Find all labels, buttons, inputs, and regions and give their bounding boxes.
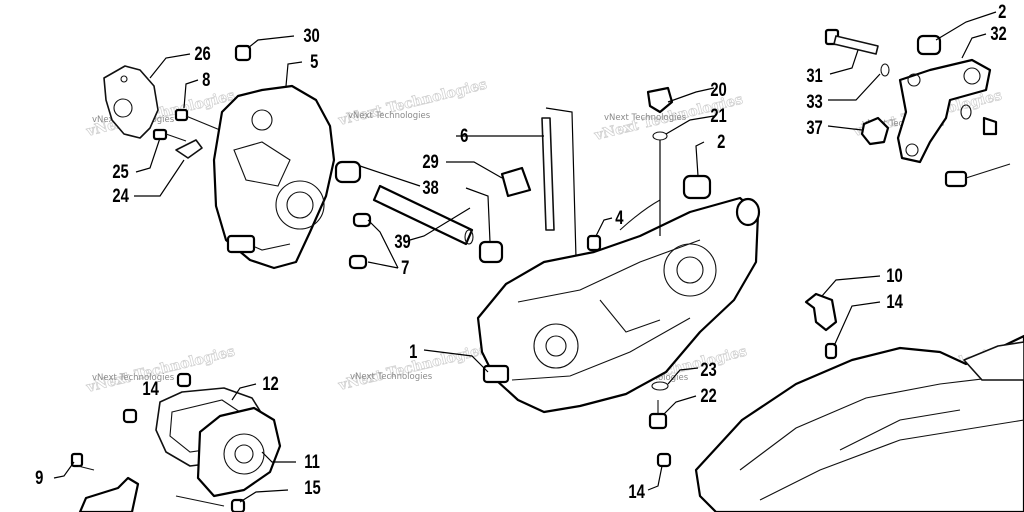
nut-37 xyxy=(860,116,890,146)
dowel-38 xyxy=(334,160,362,184)
callout-14-right: 14 xyxy=(886,291,903,312)
drain-bolt-22 xyxy=(648,400,668,430)
callout-22: 22 xyxy=(700,385,716,406)
link-32 xyxy=(896,58,992,164)
watermark-text: vNext Technologies xyxy=(348,111,431,121)
bracket-29 xyxy=(500,166,532,198)
callout-11: 11 xyxy=(304,451,320,472)
callout-31: 31 xyxy=(806,65,822,86)
callout-8: 8 xyxy=(202,69,210,90)
callout-21: 21 xyxy=(710,105,726,126)
callout-33: 33 xyxy=(806,91,822,112)
callout-7: 7 xyxy=(401,257,409,278)
hose-6 xyxy=(541,117,555,231)
callout-15: 15 xyxy=(304,477,320,498)
callout-37: 37 xyxy=(806,117,822,138)
dowel-14-right xyxy=(824,342,838,360)
clutch-cover xyxy=(694,334,1024,512)
callout-5: 5 xyxy=(310,51,318,72)
callout-38: 38 xyxy=(422,177,438,198)
watermark-text: vNext Technologies xyxy=(604,113,687,123)
washer-21 xyxy=(652,131,668,141)
callout-14-bottom: 14 xyxy=(628,481,645,502)
cover-5 xyxy=(212,84,336,270)
dowel-7-upper xyxy=(352,212,372,228)
watermark-text: vNext Technologies xyxy=(350,372,433,382)
callout-2-right: 2 xyxy=(998,1,1006,22)
callout-10: 10 xyxy=(886,265,902,286)
plug-30 xyxy=(234,44,252,62)
callout-39: 39 xyxy=(394,231,410,252)
dowel-7-lower xyxy=(348,254,368,270)
callout-26: 26 xyxy=(194,43,210,64)
callout-23: 23 xyxy=(700,359,716,380)
callout-6: 6 xyxy=(460,125,468,146)
bolt-8 xyxy=(174,108,221,131)
callout-30: 30 xyxy=(303,25,319,46)
dowel-38-lower xyxy=(478,240,504,264)
bolt-25 xyxy=(152,128,187,142)
bracket-lower-left xyxy=(78,476,140,512)
watermark-text: vNext Technologies xyxy=(92,373,175,383)
washer-33 xyxy=(880,63,890,77)
callout-32: 32 xyxy=(990,23,1006,44)
dowel-14-left-a xyxy=(176,372,192,388)
callout-20: 20 xyxy=(710,79,726,100)
clip-24 xyxy=(175,139,203,159)
bolt-9 xyxy=(70,452,95,471)
callout-24: 24 xyxy=(112,185,129,206)
dowel-14-left-b xyxy=(122,408,138,424)
small-parts-lower xyxy=(175,495,246,512)
bushing-2-center xyxy=(682,174,712,200)
callout-9: 9 xyxy=(35,467,43,488)
callout-labels: 30 26 5 8 25 24 6 29 38 39 7 20 21 2 4 1… xyxy=(35,1,1007,502)
callout-4: 4 xyxy=(615,207,624,228)
pipe-39 xyxy=(372,184,474,246)
clamp-10 xyxy=(804,292,838,332)
leader-lines xyxy=(53,11,997,503)
bushing-2-right xyxy=(916,34,942,56)
crankcase-1 xyxy=(476,196,761,414)
dowel-14-lower-right xyxy=(656,452,672,468)
callout-25: 25 xyxy=(112,161,128,182)
callout-12: 12 xyxy=(262,373,278,394)
callout-14-left: 14 xyxy=(142,378,159,399)
callout-29: 29 xyxy=(422,151,438,172)
watermark-ghost: vNext Technologies xyxy=(336,77,488,130)
callout-1: 1 xyxy=(409,341,417,362)
small-parts-right xyxy=(944,104,1011,188)
callout-2-center: 2 xyxy=(717,131,725,152)
gasket-26 xyxy=(103,65,159,139)
washer-23 xyxy=(651,381,669,391)
breather-20 xyxy=(646,86,674,114)
cover-11 xyxy=(196,406,282,498)
bolt-31 xyxy=(824,28,879,55)
